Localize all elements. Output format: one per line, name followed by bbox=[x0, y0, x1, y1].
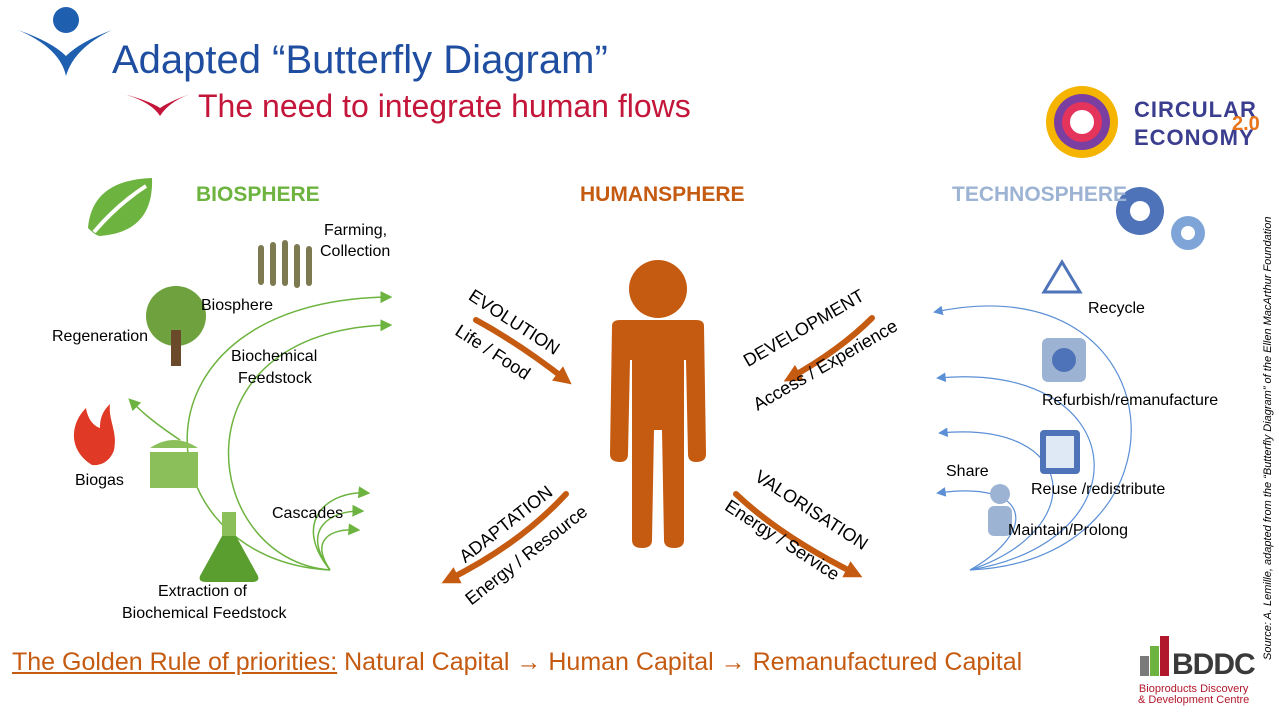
biogas-label: Biogas bbox=[75, 472, 124, 489]
maintain-label: Maintain/Prolong bbox=[1008, 522, 1129, 539]
tree-icon bbox=[146, 286, 206, 366]
flask-icon bbox=[199, 512, 259, 582]
humansphere-heading: HUMANSPHERE bbox=[580, 183, 745, 206]
tech-cycle-arrows bbox=[933, 305, 1132, 571]
ce-line1: CIRCULAR bbox=[1134, 97, 1257, 122]
valorisation-arrow bbox=[733, 491, 863, 578]
regeneration-label: Regeneration bbox=[52, 328, 149, 345]
recycle-label: Recycle bbox=[1088, 300, 1145, 317]
extraction-label: Extraction of bbox=[158, 583, 247, 600]
page-title: Adapted “Butterfly Diagram” bbox=[112, 38, 608, 82]
ce-version: 2.0 bbox=[1232, 113, 1260, 135]
bddc-sub1: Bioproducts Discovery bbox=[1138, 683, 1249, 695]
golden-rule-text: Natural Capital → Human Capital → Remanu… bbox=[337, 648, 1023, 676]
bddc-logo-text: BDDC bbox=[1172, 648, 1256, 681]
device-icon bbox=[1040, 430, 1080, 474]
golden-rule-label: The Golden Rule of priorities: bbox=[12, 648, 338, 676]
extraction-feedstock-label: Biochemical Feedstock bbox=[122, 605, 287, 622]
source-note: Source: A. Lemille, adapted from the “Bu… bbox=[1262, 216, 1274, 660]
technosphere-heading: TECHNOSPHERE bbox=[952, 183, 1128, 206]
human-figure-icon bbox=[610, 260, 706, 548]
adaptation-arrow bbox=[441, 491, 569, 584]
farming-label: Farming, bbox=[324, 222, 388, 239]
circular-economy-logo: CIRCULAR ECONOMY bbox=[1134, 96, 1257, 152]
collection-label: Collection bbox=[320, 243, 391, 260]
feedstock-label: Feedstock bbox=[238, 370, 312, 387]
gears-icon bbox=[1116, 187, 1205, 250]
fire-icon bbox=[73, 404, 115, 466]
page-subtitle: The need to integrate human flows bbox=[198, 88, 691, 124]
ce-line2: ECONOMY bbox=[1134, 125, 1255, 150]
development-arrow bbox=[783, 315, 875, 382]
bio-cycle-arrows bbox=[128, 291, 393, 571]
evolution-arrow bbox=[473, 317, 572, 385]
bddc-logo-icon bbox=[1140, 636, 1169, 676]
biosphere-label: Biosphere bbox=[201, 297, 274, 314]
leaf-icon bbox=[88, 178, 153, 236]
biosphere-heading: BIOSPHERE bbox=[196, 183, 320, 206]
wheat-icon bbox=[258, 240, 312, 288]
golden-rule: The Golden Rule of priorities: Natural C… bbox=[12, 648, 1022, 677]
biochemical-label: Biochemical bbox=[231, 348, 318, 365]
org-logo bbox=[18, 7, 196, 116]
circular-economy-logo-icon bbox=[1046, 86, 1118, 158]
refurbish-label: Refurbish/remanufacture bbox=[1042, 392, 1219, 409]
reuse-label: Reuse /redistribute bbox=[1031, 481, 1166, 498]
flow-arrows bbox=[441, 315, 875, 584]
silo-icon bbox=[150, 440, 198, 488]
share-label: Share bbox=[946, 463, 989, 480]
refurbish-icon bbox=[1042, 338, 1086, 382]
cascades-label: Cascades bbox=[272, 505, 344, 522]
bddc-subtitle: Bioproducts Discovery & Development Cent… bbox=[1138, 684, 1249, 706]
bddc-sub2: & Development Centre bbox=[1138, 694, 1250, 706]
maintenance-person-icon bbox=[988, 484, 1012, 536]
recycle-icon bbox=[1041, 259, 1083, 294]
